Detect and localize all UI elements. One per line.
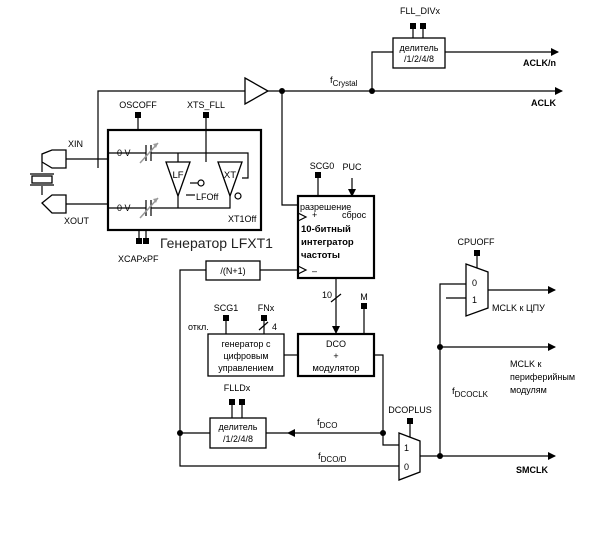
top-divider: делитель /1/2/4/8 FLL_DIVx — [392, 6, 446, 69]
f-dco-label: fDCO — [317, 417, 337, 430]
lf-label: LF — [172, 170, 183, 181]
mux-dco-in0: 0 — [404, 462, 409, 472]
flldx-label: FLLDx — [224, 383, 251, 393]
bottom-divider-ratio: /1/2/4/8 — [223, 434, 253, 444]
xin-pin-icon — [41, 149, 67, 169]
lfoff-label: LFOff — [196, 192, 219, 202]
dco-mod-label-3: модулятор — [312, 363, 359, 374]
integrator-minus: – — [312, 266, 317, 276]
mclk-periph-label-2: периферийным — [510, 372, 575, 382]
dcoplus-label: DCOPLUS — [388, 405, 432, 415]
dcoclk-distribution: fDCOCLK SMCLK MCLK к периферийным модуля… — [437, 283, 575, 475]
n-plus-1-divider: /(N+1) — [179, 260, 298, 433]
f-crystal-label: fCrystal — [330, 75, 358, 88]
fn-width-label: 4 — [272, 322, 277, 332]
lfxt1-title: Генератор LFXT1 — [160, 235, 273, 251]
crystal-buffer-icon — [244, 76, 270, 106]
xout-pin-icon — [41, 194, 67, 214]
mclk-periph-label-1: MCLK к — [510, 359, 542, 369]
oscoff-label: OSCOFF — [119, 100, 157, 110]
dco-mod-label-2: + — [333, 351, 338, 361]
cpuoff-mux: 0 1 CPUOFF MCLK к ЦПУ — [446, 237, 556, 317]
bottom-divider-label: делитель — [219, 422, 258, 432]
aclk-path — [97, 48, 563, 206]
frequency-integrator: SCG0 PUC разрешение сброс + 10-битный ин… — [296, 161, 376, 280]
dig-gen-label-1: генератор с — [222, 339, 271, 349]
dig-gen-label-2: цифровым — [223, 351, 268, 361]
aclk-label: ACLK — [531, 98, 556, 108]
xt-label: XT — [224, 170, 236, 181]
mclk-cpu-label: MCLK к ЦПУ — [492, 303, 545, 313]
xt1off-label: XT1Off — [228, 214, 257, 224]
integrator-plus: + — [312, 210, 317, 220]
otkl-label: откл. — [188, 322, 209, 332]
puc-label: PUC — [342, 162, 362, 172]
xt-amplifier-icon — [217, 161, 243, 198]
n-plus-1-label: /(N+1) — [220, 266, 245, 276]
dcoplus-mux: 1 0 DCOPLUS — [388, 405, 443, 481]
f-dco-d-label: fDCO/D — [318, 451, 347, 464]
f-dcoclk-label: fDCOCLK — [452, 386, 489, 399]
smclk-label: SMCLK — [516, 465, 548, 475]
integrator-title-3: частоты — [301, 250, 340, 261]
xout-label: XOUT — [64, 216, 90, 226]
mux-dco-in1: 1 — [404, 443, 409, 453]
mux-cpu-in0: 0 — [472, 278, 477, 288]
xcapxpf-label: XCAPxPF — [118, 254, 159, 264]
scg0-label: SCG0 — [310, 161, 335, 171]
fll-divx-label: FLL_DIVx — [400, 6, 441, 16]
top-divider-label: делитель — [400, 43, 439, 53]
bus-10: 10 M — [322, 278, 368, 334]
m-label: M — [360, 292, 368, 302]
bus-10-label: 10 — [322, 290, 332, 300]
fdco-path: fDCO делитель /1/2/4/8 FLLDx fDCO/D — [177, 383, 399, 467]
aclk-n-label: ACLK/n — [523, 58, 556, 68]
crystal-icon — [31, 175, 53, 184]
integrator-enable-label: разрешение — [300, 202, 351, 212]
integrator-title-1: 10-битный — [301, 224, 351, 235]
fnx-label: FNx — [258, 303, 275, 313]
xin-label: XIN — [68, 139, 83, 149]
dco-mod-label-1: DCO — [326, 339, 346, 349]
top-divider-ratio: /1/2/4/8 — [404, 54, 434, 64]
dig-gen-label-3: управлением — [218, 363, 273, 373]
crystal-pins: XIN XOUT — [30, 139, 109, 226]
mux-cpu-in1: 1 — [472, 295, 477, 305]
integrator-reset-label: сброс — [342, 210, 367, 220]
lfxt1-block: OSCOFF XTS_FLL XCAPxPF Генератор LFXT1 0… — [106, 100, 273, 264]
integrator-title-2: интегратор — [301, 237, 354, 248]
xts-fll-label: XTS_FLL — [187, 100, 225, 110]
digital-generator: генератор с цифровым управлением SCG1 от… — [188, 303, 298, 377]
scg1-label: SCG1 — [214, 303, 239, 313]
dco-modulator: DCO + модулятор — [296, 332, 384, 433]
cpuoff-label: CPUOFF — [458, 237, 496, 247]
mclk-periph-label-3: модулям — [510, 385, 547, 395]
